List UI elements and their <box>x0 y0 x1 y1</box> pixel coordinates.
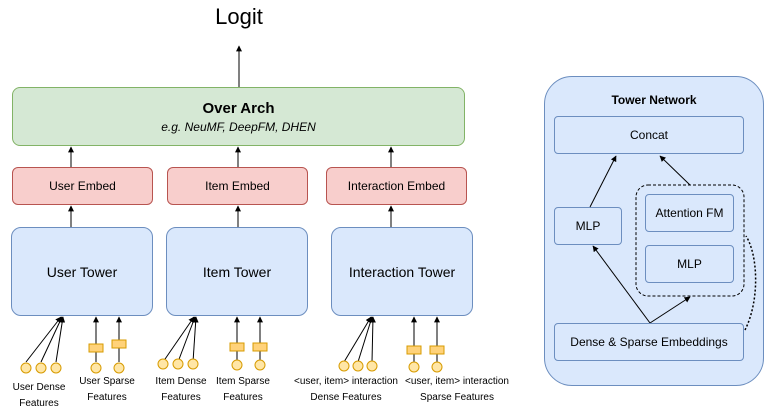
user-sparse-feature-icons <box>88 339 127 374</box>
user-dense-features-label: User Dense Features <box>12 382 66 409</box>
arrow-embeddings-to-mlp <box>592 245 651 324</box>
item-sparse-feature-arrows <box>234 316 263 360</box>
user-embed-label: User Embed <box>49 179 116 193</box>
item-tower-label: Item Tower <box>202 263 272 280</box>
concat-box: Concat <box>554 116 744 154</box>
item-dense-feature-arrows <box>162 316 199 363</box>
interaction-dense-feature-arrows <box>343 316 376 363</box>
interaction-embed-box: Interaction Embed <box>326 167 467 205</box>
item-tower-box: Item Tower <box>166 227 308 316</box>
over-arch-title: Over Arch <box>202 99 275 117</box>
item-embed-box: Item Embed <box>167 167 308 205</box>
attention-fm-label: Attention FM <box>655 206 724 220</box>
user-embed-box: User Embed <box>12 167 153 205</box>
mlp-right-label: MLP <box>677 257 702 271</box>
item-embed-label: Item Embed <box>205 179 270 193</box>
arrow-embeddings-to-group <box>649 296 691 324</box>
item-sparse-features-label: Item Sparse Features <box>216 376 270 403</box>
interaction-sparse-features-label: <user, item> interaction Sparse Features <box>405 376 509 403</box>
embeddings-label: Dense & Sparse Embeddings <box>570 335 728 349</box>
user-sparse-features-label: User Sparse Features <box>79 376 135 403</box>
interaction-tower-label: Interaction Tower <box>348 263 456 280</box>
interaction-tower-box: Interaction Tower <box>331 227 473 316</box>
user-dense-feature-arrows <box>25 316 66 363</box>
mlp-left-label: MLP <box>575 219 601 233</box>
interaction-embed-label: Interaction Embed <box>347 179 446 193</box>
concat-label: Concat <box>629 128 669 142</box>
user-tower-label: User Tower <box>46 263 118 280</box>
arrow-group-to-concat <box>659 155 691 186</box>
user-sparse-feature-arrows <box>93 316 122 362</box>
user-dense-feature-icons <box>20 362 62 374</box>
item-sparse-feature-icons <box>229 342 268 371</box>
over-arch-subtitle: e.g. NeuMF, DeepFM, DHEN <box>161 119 316 134</box>
logit-label: Logit <box>215 4 263 29</box>
dotted-skip-connection <box>744 235 757 331</box>
mlp-right-box: MLP <box>645 245 734 283</box>
user-tower-box: User Tower <box>11 227 153 316</box>
embeddings-box: Dense & Sparse Embeddings <box>554 323 744 361</box>
item-dense-features-label: Item Dense Features <box>155 376 207 403</box>
tower-network-title: Tower Network <box>611 93 697 107</box>
item-dense-feature-icons <box>157 358 199 370</box>
over-arch-box: Over Arch e.g. NeuMF, DeepFM, DHEN <box>12 87 465 146</box>
attention-fm-box: Attention FM <box>645 194 734 232</box>
interaction-sparse-feature-arrows <box>411 316 440 362</box>
interaction-dense-feature-icons <box>338 360 378 372</box>
mlp-left-box: MLP <box>554 207 622 245</box>
interaction-sparse-feature-icons <box>406 345 445 373</box>
interaction-dense-features-label: <user, item> interaction Dense Features <box>294 376 398 403</box>
arrow-mlp-to-concat <box>589 155 617 208</box>
